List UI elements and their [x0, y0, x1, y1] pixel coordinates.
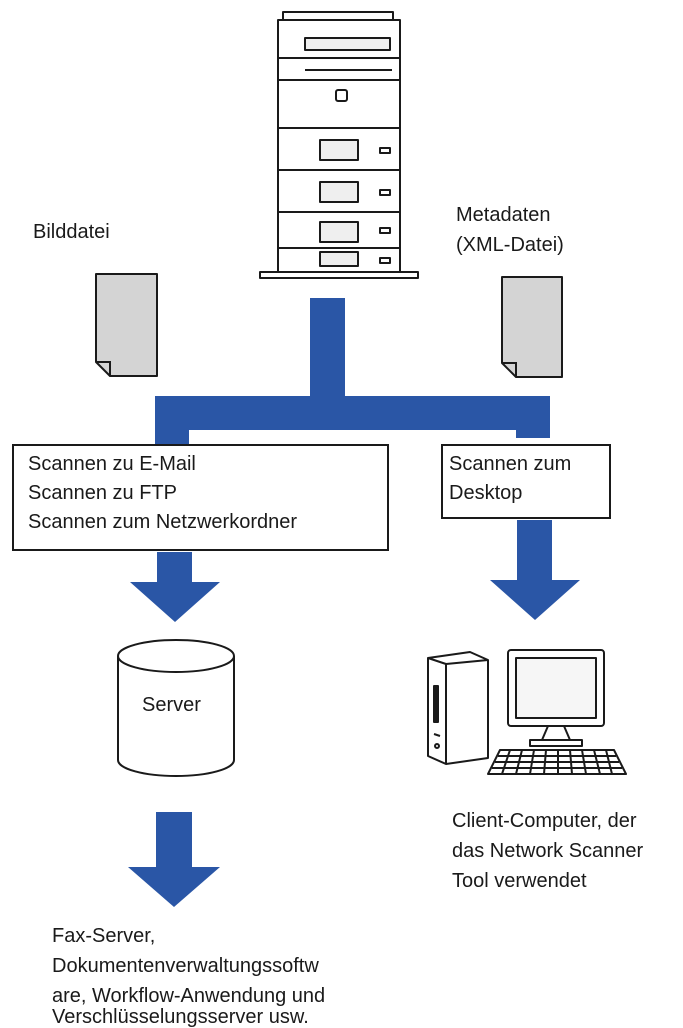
database-icon — [117, 639, 235, 777]
flow-arrows — [128, 298, 580, 907]
scan-to-desktop-line1: Scannen zum — [449, 453, 572, 475]
destination-caption-line2: Dokumentenverwaltungssoftw — [52, 955, 319, 977]
destination-caption-line1: Fax-Server, — [52, 925, 156, 947]
server-label: Server — [142, 694, 201, 716]
metadata-document-icon — [501, 276, 563, 378]
scan-destinations-box: Scannen zu E-Mail Scannen zu FTP Scannen… — [12, 444, 389, 551]
image-file-document — [95, 273, 158, 377]
bottom-arrow-head — [128, 867, 220, 907]
right-branch-stem — [516, 396, 550, 438]
bottom-arrow-stem — [156, 812, 192, 867]
desktop-computer-icon — [427, 649, 627, 775]
scan-to-network-folder-label: Scannen zum Netzwerkordner — [28, 511, 298, 533]
destination-caption-line3: are, Workflow-Anwendung und — [52, 985, 326, 1007]
right-arrow-head — [490, 580, 580, 620]
left-branch-stem — [155, 396, 189, 446]
scan-to-email-label: Scannen zu E-Mail — [28, 453, 196, 475]
image-file-label: Bilddatei — [33, 221, 110, 243]
printer-icon — [259, 11, 419, 279]
metadata-label-line2: (XML-Datei) — [456, 234, 564, 256]
client-caption-line3: Tool verwendet — [452, 870, 587, 892]
right-arrow-stem — [517, 520, 552, 580]
metadata-label-line1: Metadaten — [456, 204, 551, 226]
document-icon — [95, 273, 158, 377]
left-arrow-head — [130, 582, 220, 622]
client-caption-line2: das Network Scanner — [452, 840, 644, 862]
client-caption-line1: Client-Computer, der — [452, 810, 637, 832]
left-arrow-stem — [157, 552, 192, 582]
scan-to-desktop-line2: Desktop — [449, 482, 523, 504]
branch-line — [155, 396, 550, 430]
destination-caption-line4: Verschlüsselungsserver usw. — [52, 1006, 309, 1028]
scan-to-desktop-box: Scannen zum Desktop — [441, 444, 611, 519]
scan-to-ftp-label: Scannen zu FTP — [28, 482, 177, 504]
trunk-line — [310, 298, 345, 400]
